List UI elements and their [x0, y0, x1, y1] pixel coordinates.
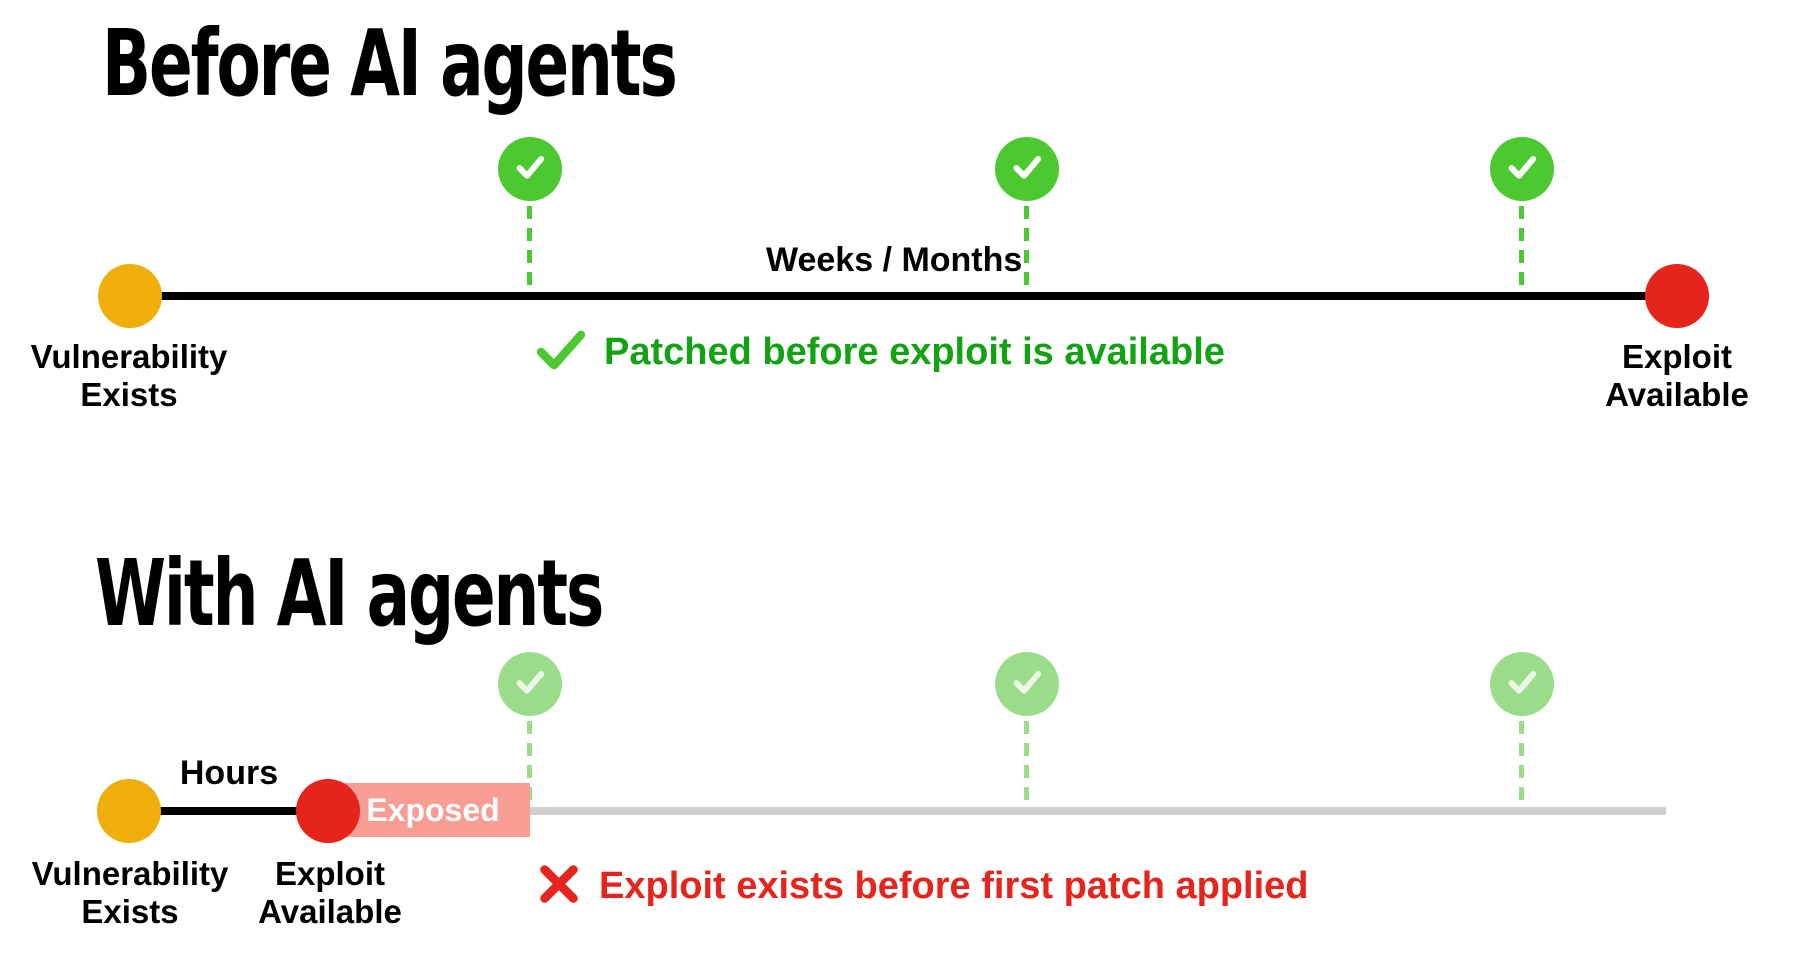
missed-patch-dashed-connector	[1519, 721, 1524, 808]
exposed-badge-label: Exposed	[366, 791, 500, 828]
patch-marker	[1490, 137, 1554, 201]
timeline-before	[130, 292, 1677, 300]
section-before-title: Before AI agents	[102, 10, 678, 117]
missed-patch-marker	[995, 652, 1059, 716]
exposed-badge: Exposed	[336, 783, 530, 837]
section-with-title: With AI agents	[95, 540, 604, 647]
vulnerability-exists-dot	[97, 779, 161, 843]
timeline-with-black-segment	[130, 807, 328, 815]
end-label-line1: Exploit	[274, 855, 385, 892]
end-label-line2: Available	[1605, 376, 1749, 413]
patch-dashed-connector	[1519, 206, 1524, 293]
start-label-line2: Exists	[81, 893, 179, 930]
check-icon	[1006, 146, 1048, 193]
patched-caption-row: Patched before exploit is available	[535, 326, 1225, 378]
start-label-line1: Vulnerability	[30, 338, 228, 375]
check-icon	[535, 328, 587, 377]
duration-label-weeks-months: Weeks / Months	[766, 241, 1023, 279]
end-label: Exploit Available	[220, 855, 440, 931]
vulnerability-exists-dot	[98, 264, 162, 328]
exposed-caption-row: Exploit exists before first patch applie…	[536, 860, 1309, 912]
duration-label-hours: Hours	[179, 754, 279, 792]
check-icon	[1501, 146, 1543, 193]
patch-dashed-connector	[527, 206, 532, 293]
timeline-with-gray-segment	[336, 807, 1666, 815]
exposed-caption-text: Exploit exists before first patch applie…	[599, 864, 1309, 907]
x-icon	[536, 861, 582, 912]
missed-patch-dashed-connector	[1024, 721, 1029, 808]
missed-patch-marker	[498, 652, 562, 716]
end-label: Exploit Available	[1567, 338, 1787, 414]
patch-marker	[995, 137, 1059, 201]
check-icon	[509, 661, 551, 708]
exploit-available-dot	[296, 779, 360, 843]
check-icon	[1501, 661, 1543, 708]
start-label: Vulnerability Exists	[20, 855, 240, 931]
start-label-line1: Vulnerability	[31, 855, 229, 892]
check-icon	[509, 146, 551, 193]
missed-patch-dashed-connector	[527, 721, 532, 808]
start-label-line2: Exists	[80, 376, 178, 413]
exploit-available-dot	[1645, 264, 1709, 328]
end-label-line2: Available	[258, 893, 402, 930]
check-icon	[1006, 661, 1048, 708]
start-label: Vulnerability Exists	[19, 338, 239, 414]
patch-marker	[498, 137, 562, 201]
patched-caption-text: Patched before exploit is available	[604, 330, 1225, 373]
missed-patch-marker	[1490, 652, 1554, 716]
end-label-line1: Exploit	[1621, 338, 1732, 375]
patch-dashed-connector	[1024, 206, 1029, 293]
